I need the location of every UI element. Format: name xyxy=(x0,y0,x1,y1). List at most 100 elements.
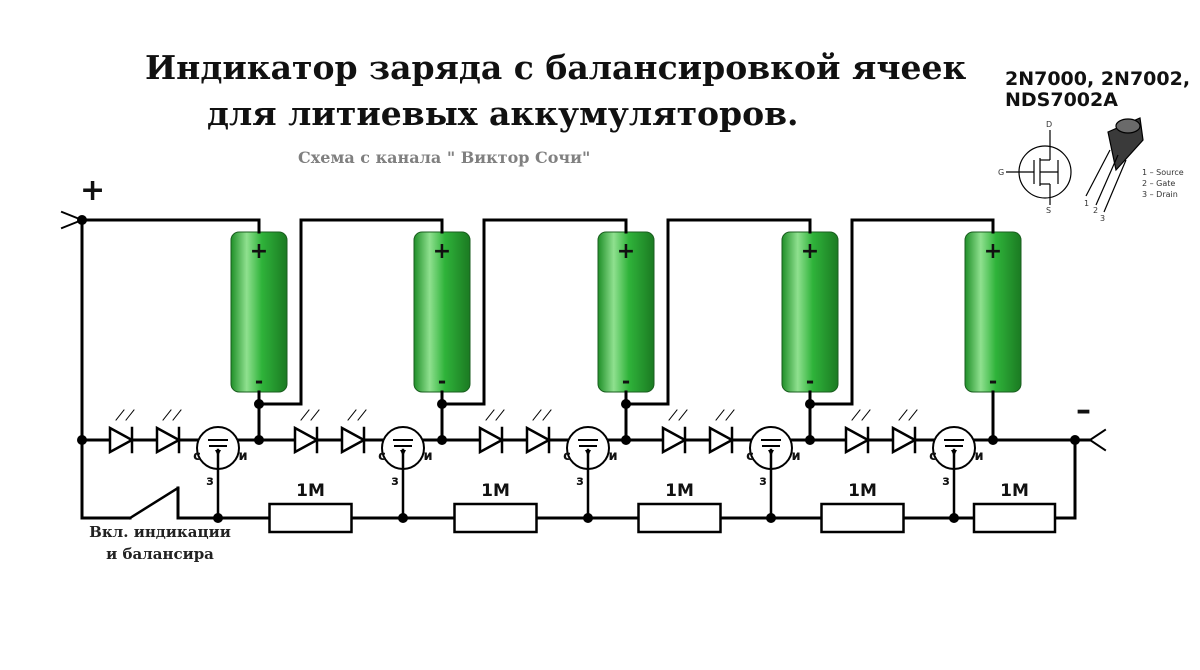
battery-4-minus-sign: - xyxy=(806,369,814,393)
transistor-1-gate-label: з xyxy=(206,474,214,489)
led-1-1-ray-2 xyxy=(125,409,135,421)
switch-lever xyxy=(128,486,180,520)
led-5-1-ray-2 xyxy=(861,409,871,421)
resistor-2-value: 1M xyxy=(481,481,510,501)
to92-lead-1 xyxy=(1085,149,1111,197)
led-2-2 xyxy=(340,425,367,455)
led-4-1-ray-1 xyxy=(668,409,678,421)
battery-1-minus-sign: - xyxy=(255,369,263,393)
led-4-2-ray-1 xyxy=(715,409,725,421)
battery-4-bus-dot xyxy=(805,435,815,445)
led-2-1-ray-2 xyxy=(310,409,320,421)
led-2-1-ray-1 xyxy=(300,409,310,421)
led-1-1 xyxy=(108,425,135,455)
pinout-line-1: 1 – Source xyxy=(1142,168,1184,177)
led-3-2-ray-1 xyxy=(532,409,542,421)
transistor-3-drain-label: с xyxy=(563,449,571,464)
minus-terminal-tick-upper xyxy=(1088,428,1107,442)
transistor-4-drain-label: с xyxy=(746,449,754,464)
led-3-2 xyxy=(525,425,552,455)
to92-package xyxy=(1085,117,1144,213)
switch-label-line-2: и балансира xyxy=(106,545,214,563)
mosfet-symbol-gate-label: G xyxy=(998,168,1004,177)
transistor-1-source-label: и xyxy=(238,449,247,464)
battery-4-plus-sign: + xyxy=(801,239,819,264)
to92-lead-3 xyxy=(1103,159,1127,213)
battery-1-plus-sign: + xyxy=(250,239,268,264)
battery-2-bus-dot xyxy=(437,435,447,445)
transistor-1-drain-label: с xyxy=(193,449,201,464)
led-5-1 xyxy=(844,425,871,455)
to92-lead-2 xyxy=(1095,154,1119,206)
transistor-2-drain-label: с xyxy=(378,449,386,464)
page-title-line-1: Индикатор заряда с балансировкой ячеек xyxy=(145,48,967,87)
led-1-2 xyxy=(155,425,182,455)
resistor-4-value: 1M xyxy=(848,481,877,501)
switch-label: Вкл. индикации и балансира xyxy=(70,521,250,565)
to92-pin-2-number: 2 xyxy=(1093,206,1098,215)
battery-2-plus-sign: + xyxy=(433,239,451,264)
led-5-2-ray-1 xyxy=(898,409,908,421)
to92-pin-3-number: 3 xyxy=(1100,214,1105,223)
resistor-2 xyxy=(453,502,538,534)
transistor-4-gate-label: з xyxy=(759,474,767,489)
gate-node-dot-4 xyxy=(766,513,776,523)
resistor-3-value: 1M xyxy=(665,481,694,501)
negative-terminal-sign: – xyxy=(1076,393,1091,428)
resistor-4 xyxy=(820,502,905,534)
led-5-1-ray-1 xyxy=(851,409,861,421)
led-3-1-ray-2 xyxy=(495,409,505,421)
led-4-2 xyxy=(708,425,735,455)
pinout-line-3: 3 – Drain xyxy=(1142,190,1178,199)
resistor-5 xyxy=(972,502,1057,534)
led-4-1 xyxy=(661,425,688,455)
battery-3-bus-dot xyxy=(621,435,631,445)
battery-3-plus-sign: + xyxy=(617,239,635,264)
battery-5-bus-dot xyxy=(988,435,998,445)
led-1-2-ray-2 xyxy=(172,409,182,421)
resistor-1-value: 1M xyxy=(296,481,325,501)
part-names-line-2: NDS7002A xyxy=(1005,89,1118,111)
led-1-1-ray-1 xyxy=(115,409,125,421)
gate-node-dot-1 xyxy=(213,513,223,523)
to92-top xyxy=(1115,118,1141,134)
led-5-2 xyxy=(891,425,918,455)
led-3-2-ray-2 xyxy=(542,409,552,421)
transistor-2-gate-label: з xyxy=(391,474,399,489)
battery-5-plus-sign: + xyxy=(984,239,1002,264)
led-2-2-ray-2 xyxy=(357,409,367,421)
led-3-1-ray-1 xyxy=(485,409,495,421)
transistor-2-source-label: и xyxy=(423,449,432,464)
part-names-line-1: 2N7000, 2N7002, xyxy=(1005,68,1191,90)
resistor-1 xyxy=(268,502,353,534)
led-2-2-ray-1 xyxy=(347,409,357,421)
transistor-3-source-label: и xyxy=(608,449,617,464)
led-4-2-ray-2 xyxy=(725,409,735,421)
transistor-5-source-label: и xyxy=(974,449,983,464)
transistor-4-source-label: и xyxy=(791,449,800,464)
switch-label-line-1: Вкл. индикации xyxy=(89,523,231,541)
gate-node-dot-3 xyxy=(583,513,593,523)
positive-terminal-sign: + xyxy=(80,173,105,208)
led-1-2-ray-1 xyxy=(162,409,172,421)
mosfet-symbol-source-label: S xyxy=(1046,206,1051,215)
battery-2-minus-sign: - xyxy=(438,369,446,393)
resistor-3 xyxy=(637,502,722,534)
pinout-line-2: 2 – Gate xyxy=(1142,179,1175,188)
led-4-1-ray-2 xyxy=(678,409,688,421)
to92-pin-1-number: 1 xyxy=(1084,199,1089,208)
mosfet-symbol xyxy=(1006,130,1072,205)
transistor-5-drain-label: с xyxy=(929,449,937,464)
gate-node-dot-5 xyxy=(949,513,959,523)
minus-terminal-tick-lower xyxy=(1088,438,1107,452)
gate-node-dot-2 xyxy=(398,513,408,523)
resistor-5-value: 1M xyxy=(1000,481,1029,501)
battery-1-bus-dot xyxy=(254,435,264,445)
mosfet-symbol-drain-label: D xyxy=(1046,120,1052,129)
battery-5-minus-sign: - xyxy=(989,369,997,393)
transistor-5-gate-label: з xyxy=(942,474,950,489)
transistor-3-gate-label: з xyxy=(576,474,584,489)
led-3-1 xyxy=(478,425,505,455)
